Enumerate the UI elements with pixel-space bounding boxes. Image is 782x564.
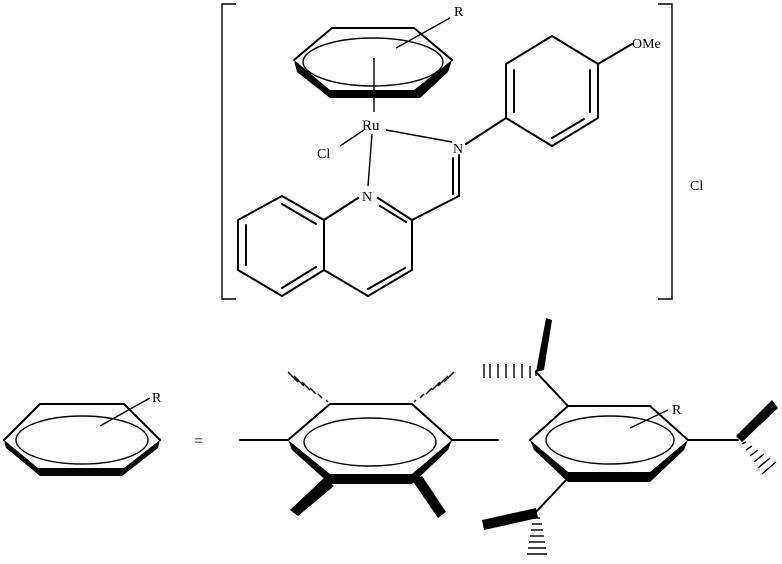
right-bracket — [658, 3, 673, 300]
arene-legend: R = — [3, 318, 778, 555]
imine-carbon-quinoline-bond — [411, 195, 460, 221]
generic-arene-substituent-label: R — [152, 391, 162, 406]
ru-imine-n-bond — [385, 129, 453, 143]
hashed-methyl-top-right — [413, 371, 455, 403]
generic-arene-ring: R — [3, 391, 162, 476]
methoxyphenyl-ring: OMe — [505, 35, 661, 147]
triisopropylbenzene-ring: R — [482, 318, 778, 555]
ruthenium-label: Ru — [362, 118, 380, 134]
imine-nitrogen-label: N — [453, 142, 463, 157]
equals-sign: = — [194, 433, 203, 450]
hashed-methyl-top-left — [287, 371, 329, 403]
ru-quinoline-n-bond — [367, 133, 373, 187]
ruthenium-complex: R Ru Cl N OMe N — [221, 3, 703, 300]
quinoline-nitrogen-label: N — [362, 190, 372, 205]
triisopropylbenzene-substituent-label: R — [672, 403, 682, 418]
ru-cl-bond — [339, 129, 365, 147]
methoxy-label: OMe — [632, 37, 661, 52]
left-bracket — [221, 3, 236, 300]
quinoline-ring-system: N — [237, 190, 413, 297]
hexamethylbenzene-ring — [239, 371, 499, 518]
chloride-ligand-label: Cl — [317, 147, 330, 162]
coordinated-arene-ring: R — [293, 5, 464, 98]
n-aryl-bond — [465, 117, 507, 145]
counterion-label: Cl — [690, 179, 703, 194]
arene-substituent-label: R — [454, 5, 464, 20]
